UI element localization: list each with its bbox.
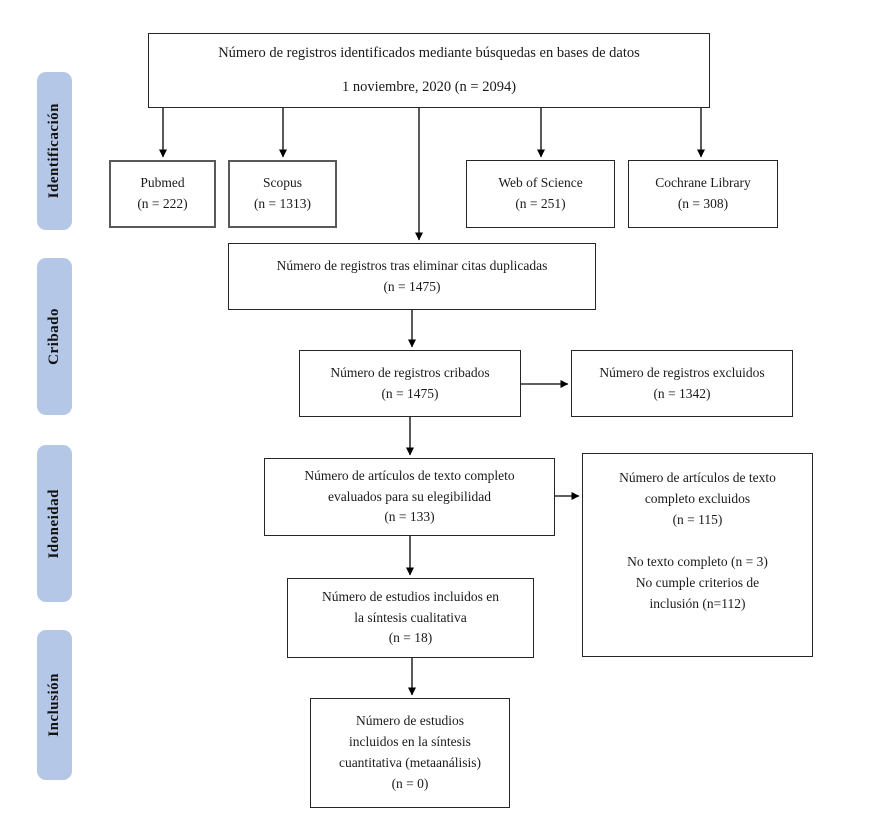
stage-identification-label: Identificación bbox=[46, 103, 62, 199]
flow-box-pubmed: Pubmed (n = 222) bbox=[109, 160, 216, 228]
flow-box-screened: Número de registros cribados (n = 1475) bbox=[299, 350, 521, 417]
flow-box-qualitative-synthesis: Número de estudios incluidos en la sínte… bbox=[287, 578, 534, 658]
flow-box-scopus: Scopus (n = 1313) bbox=[228, 160, 337, 228]
flow-box-web-of-science: Web of Science (n = 251) bbox=[466, 160, 615, 228]
flow-box-fulltext-excluded: Número de artículos de texto completo ex… bbox=[582, 453, 813, 657]
flow-box-screened-excluded: Número de registros excluidos (n = 1342) bbox=[571, 350, 793, 417]
flow-box-identification-total: Número de registros identificados median… bbox=[148, 33, 710, 108]
flow-box-quantitative-synthesis: Número de estudios incluidos en la sínte… bbox=[310, 698, 510, 808]
flow-box-fulltext-assessed: Número de artículos de texto completo ev… bbox=[264, 458, 555, 536]
stage-eligibility: Idoneidad bbox=[37, 445, 72, 602]
stage-screening-label: Cribado bbox=[46, 308, 62, 365]
stage-screening: Cribado bbox=[37, 258, 72, 415]
stage-identification: Identificación bbox=[37, 72, 72, 230]
stage-inclusion-label: Inclusión bbox=[46, 673, 62, 737]
stage-inclusion: Inclusión bbox=[37, 630, 72, 780]
stage-eligibility-label: Idoneidad bbox=[46, 488, 62, 559]
flow-box-cochrane: Cochrane Library (n = 308) bbox=[628, 160, 778, 228]
flow-box-deduplicated: Número de registros tras eliminar citas … bbox=[228, 243, 596, 310]
